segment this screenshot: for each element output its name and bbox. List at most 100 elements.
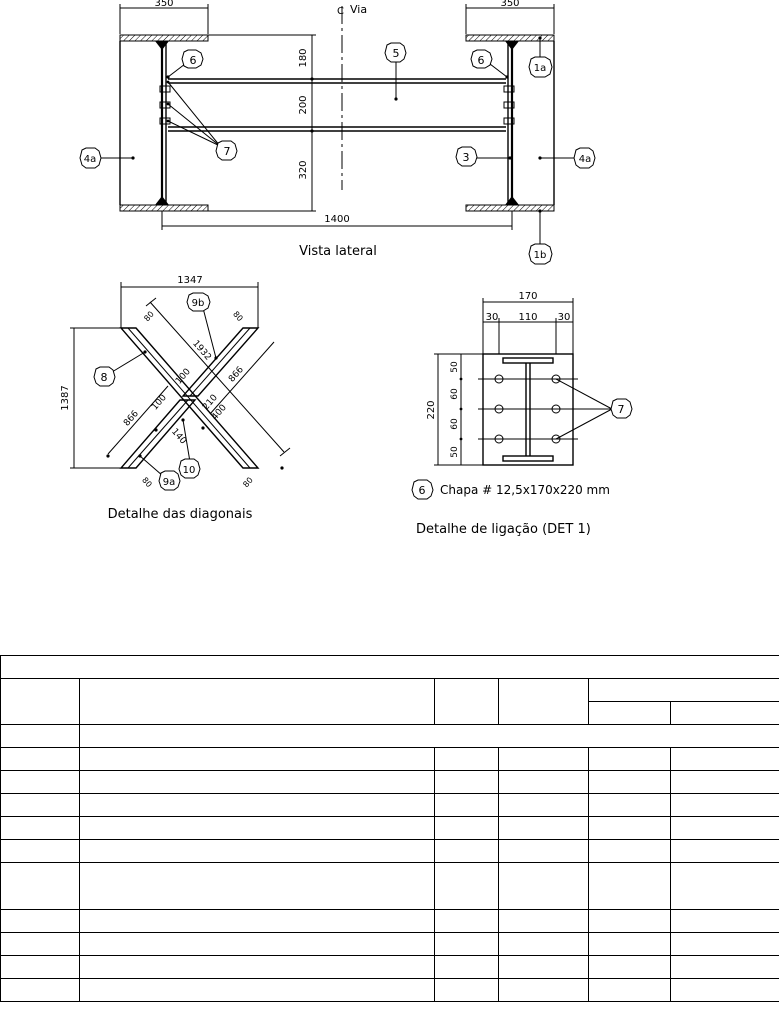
dim-80-top-left: 80 [142, 310, 155, 324]
table-cell [0, 955, 80, 979]
table-cell [498, 862, 589, 910]
table-cell [434, 978, 499, 1002]
table-cell [498, 909, 589, 933]
table-cell [79, 909, 435, 933]
table-row [0, 978, 779, 1002]
tag-7-connection: 7 [618, 403, 625, 416]
dim-180: 180 [298, 48, 309, 67]
table-cell [0, 839, 80, 863]
dim-50-top: 50 [450, 361, 460, 373]
table-cell [79, 932, 435, 956]
table-cell [588, 955, 671, 979]
table-cell [498, 978, 589, 1002]
table-cell [588, 816, 671, 840]
dim-170: 170 [518, 291, 537, 302]
table-row [0, 839, 779, 863]
table-row [0, 862, 779, 910]
tag-5: 5 [393, 47, 400, 60]
table-cell [498, 747, 589, 771]
table-cell [434, 816, 499, 840]
table-cell [498, 932, 589, 956]
table-cell [79, 955, 435, 979]
table-cell [498, 770, 589, 794]
table-subheader-row [1, 701, 779, 725]
dim-60-lower: 60 [450, 418, 460, 430]
table-cell [79, 793, 435, 817]
table-cell [79, 862, 435, 910]
table-header-row [0, 678, 779, 725]
dim-80-bottom-left: 80 [140, 476, 153, 490]
table-cell [498, 839, 589, 863]
table-cell [79, 816, 435, 840]
table-cell [0, 816, 80, 840]
table-cell [669, 701, 779, 725]
tag-6-right: 6 [478, 54, 485, 67]
dim-140: 140 [169, 427, 188, 447]
table-row [0, 932, 779, 956]
table-cell [588, 978, 671, 1002]
table-cell [434, 678, 499, 725]
table-cell [0, 724, 80, 748]
centerline-symbol: C [337, 6, 344, 17]
table-cell [0, 978, 80, 1002]
connection-caption: Detalhe de ligação (DET 1) [416, 522, 591, 537]
dim-30-left: 30 [486, 312, 499, 323]
table-group-row [0, 724, 779, 748]
dim-80-top-right: 80 [231, 310, 244, 324]
table-row [0, 793, 779, 817]
tag-8: 8 [101, 371, 108, 384]
table-row [0, 770, 779, 794]
table-cell [79, 978, 435, 1002]
table-cell [79, 678, 435, 725]
table-cell [669, 839, 779, 863]
diagonals-detail: 1347 1387 1932 866 866 100 100 210 400 1… [60, 275, 291, 522]
dim-1400: 1400 [324, 214, 349, 225]
dim-350-left: 350 [154, 0, 173, 9]
tag-9b: 9b [192, 298, 205, 309]
table-cell [498, 678, 589, 725]
tag-7-side: 7 [224, 145, 231, 158]
tag-9a: 9a [163, 477, 176, 488]
tag-10: 10 [183, 465, 196, 476]
table-cell [588, 862, 671, 910]
dim-80-bottom-right: 80 [241, 476, 254, 490]
table-cell [669, 816, 779, 840]
tag-1b: 1b [534, 250, 547, 261]
table-cell [434, 770, 499, 794]
tag-1a: 1a [534, 63, 547, 74]
table-cell [669, 747, 779, 771]
dim-60-upper: 60 [450, 388, 460, 400]
dim-100-lower: 100 [150, 393, 169, 413]
diagonals-caption: Detalhe das diagonais [108, 507, 253, 522]
tag-4a-left: 4a [84, 154, 97, 165]
table-cell [669, 770, 779, 794]
dim-1387: 1387 [60, 385, 71, 410]
table-row [0, 909, 779, 933]
table-cell [79, 839, 435, 863]
centerline-label: Via [350, 3, 367, 16]
dim-200: 200 [298, 95, 309, 114]
table-cell [669, 793, 779, 817]
table-cell [669, 909, 779, 933]
table-cell [434, 839, 499, 863]
table-cell [498, 793, 589, 817]
dim-1347: 1347 [177, 275, 202, 286]
tag-3: 3 [463, 151, 470, 164]
table-cell [0, 655, 779, 679]
tag-6-left: 6 [190, 54, 197, 67]
table-cell [79, 770, 435, 794]
table-cell [669, 862, 779, 910]
table-cell [0, 909, 80, 933]
table-row [0, 747, 779, 771]
table-row [0, 816, 779, 840]
table-cell [587, 678, 779, 702]
table-cell [588, 793, 671, 817]
dim-220: 220 [426, 400, 437, 419]
table-cell [498, 816, 589, 840]
dim-110: 110 [518, 312, 537, 323]
table-cell [588, 909, 671, 933]
connection-detail: 170 30 110 30 220 50 60 60 50 [411, 291, 633, 537]
table-cell [434, 747, 499, 771]
table-cell [78, 724, 779, 748]
plate-spec: Chapa # 12,5x170x220 mm [440, 483, 610, 497]
